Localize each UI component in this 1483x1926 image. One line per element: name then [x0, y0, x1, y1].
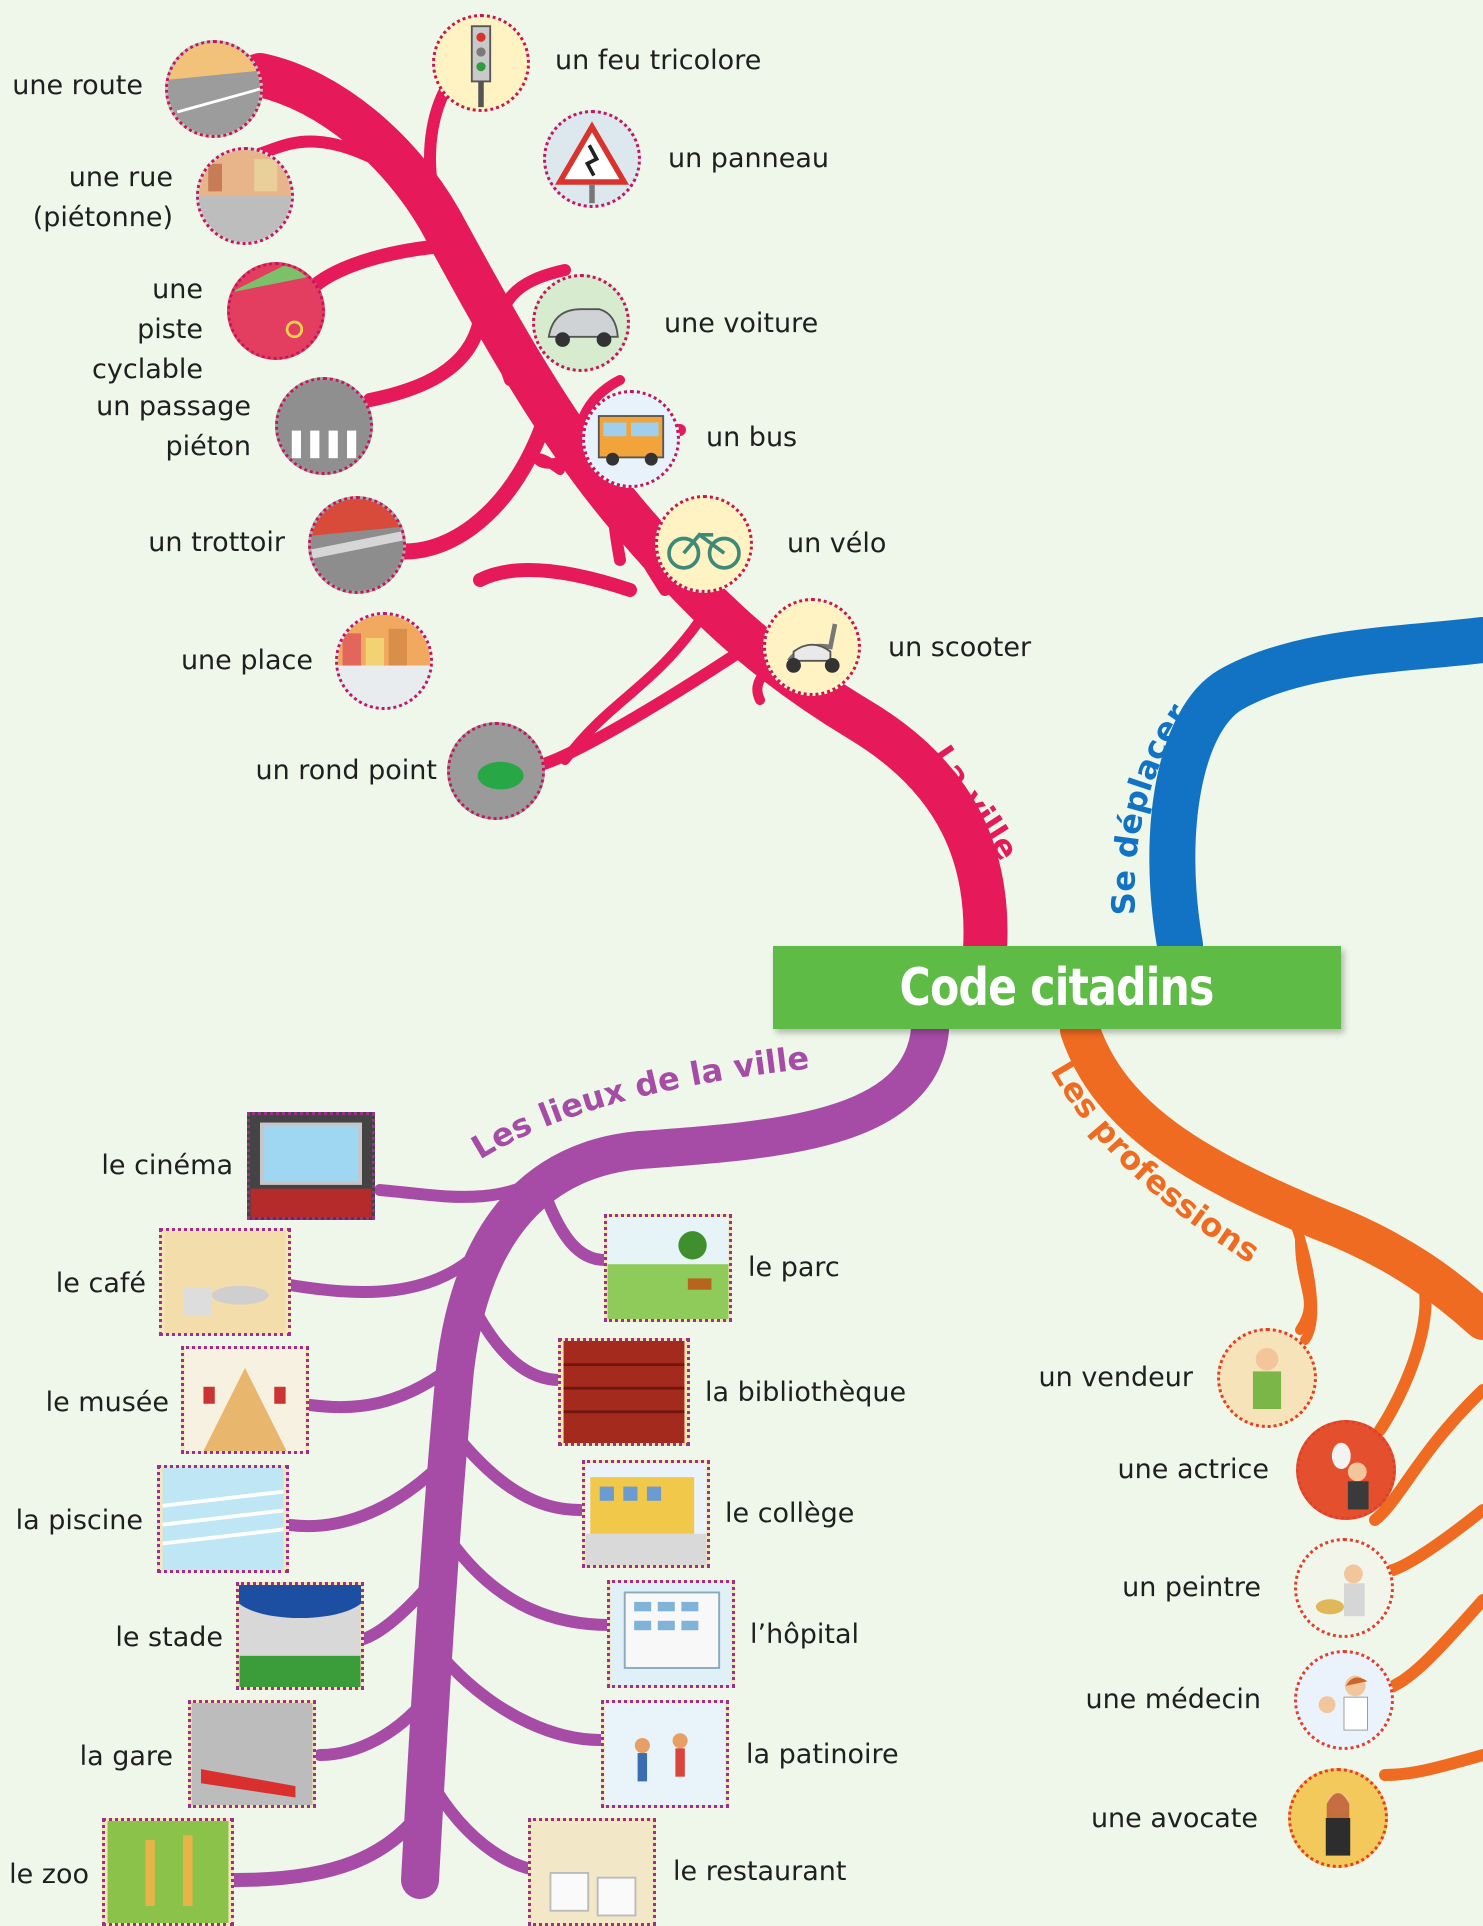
label-road: une route: [12, 70, 143, 101]
label-painter: un peintre: [1122, 1572, 1261, 1603]
library-icon: [558, 1338, 690, 1446]
roundabout-icon: [447, 722, 545, 820]
label-scooter: un scooter: [888, 632, 1032, 663]
label-road-sign: un panneau: [668, 143, 829, 174]
bike-lane-icon: [227, 262, 325, 360]
crosswalk-icon: [275, 377, 373, 475]
stadium-icon: [236, 1582, 364, 1690]
center-title: Code citadins: [899, 957, 1215, 1018]
bus-icon: [582, 390, 680, 488]
label-bike-lane: une piste cyclable: [83, 270, 203, 390]
hospital-icon: [607, 1580, 735, 1688]
label-bus: un bus: [706, 422, 798, 453]
salesman-icon: [1217, 1328, 1317, 1428]
pedestrian-street-icon: [196, 147, 294, 245]
label-pedestrian-street: une rue (piétonne): [0, 158, 173, 238]
park-icon: [604, 1214, 732, 1322]
label-crosswalk: un passage piéton: [91, 387, 251, 467]
label-cafe: le café: [55, 1268, 146, 1299]
label-lawyer: une avocate: [1090, 1803, 1258, 1834]
road-sign-icon: [543, 110, 641, 208]
label-zoo: le zoo: [9, 1859, 89, 1890]
label-ice-rink: la patinoire: [746, 1739, 899, 1770]
label-cinema: le cinéma: [101, 1150, 233, 1181]
ice-rink-icon: [601, 1700, 729, 1808]
scooter-icon: [763, 598, 861, 696]
label-roundabout: un rond point: [255, 755, 437, 786]
traffic-light-icon: [432, 14, 530, 112]
school-icon: [582, 1460, 710, 1568]
label-restaurant: le restaurant: [673, 1856, 847, 1887]
label-park: le parc: [748, 1252, 840, 1283]
label-swimming-pool: la piscine: [15, 1505, 143, 1536]
branch-deplacer: [1149, 617, 1483, 968]
label-museum: le musée: [45, 1387, 169, 1418]
bike-lane-text: une piste cyclable: [92, 274, 203, 385]
label-actress: une actrice: [1117, 1454, 1269, 1485]
label-stadium: le stade: [115, 1622, 223, 1653]
road-icon: [165, 40, 263, 138]
swimming-pool-icon: [157, 1465, 289, 1573]
label-library: la bibliothèque: [705, 1377, 907, 1408]
actress-icon: [1296, 1420, 1396, 1520]
label-sidewalk: un trottoir: [148, 527, 285, 558]
doctor-icon: [1294, 1650, 1394, 1750]
zoo-icon: [102, 1818, 234, 1926]
label-train-station: la gare: [79, 1741, 173, 1772]
cafe-icon: [159, 1228, 291, 1336]
town-square-icon: [335, 612, 433, 710]
sidewalk-icon: [308, 496, 406, 594]
label-hospital: l’hôpital: [750, 1619, 859, 1650]
center-title-box: Code citadins: [773, 946, 1341, 1029]
label-salesman: un vendeur: [1038, 1362, 1193, 1393]
lawyer-icon: [1288, 1768, 1388, 1868]
label-town-square: une place: [180, 645, 313, 676]
car-icon: [532, 274, 630, 372]
painter-icon: [1294, 1538, 1394, 1638]
train-station-icon: [188, 1700, 316, 1808]
label-school: le collège: [725, 1498, 855, 1529]
pedestrian-street-text: une rue (piétonne): [32, 162, 173, 233]
label-doctor: une médecin: [1085, 1684, 1261, 1715]
cinema-icon: [247, 1112, 375, 1220]
label-bicycle: un vélo: [787, 528, 887, 559]
bicycle-icon: [655, 495, 753, 593]
label-traffic-light: un feu tricolore: [555, 45, 762, 76]
crosswalk-text: un passage piéton: [96, 391, 251, 462]
label-car: une voiture: [664, 308, 819, 339]
museum-icon: [181, 1346, 309, 1454]
restaurant-icon: [528, 1818, 656, 1926]
